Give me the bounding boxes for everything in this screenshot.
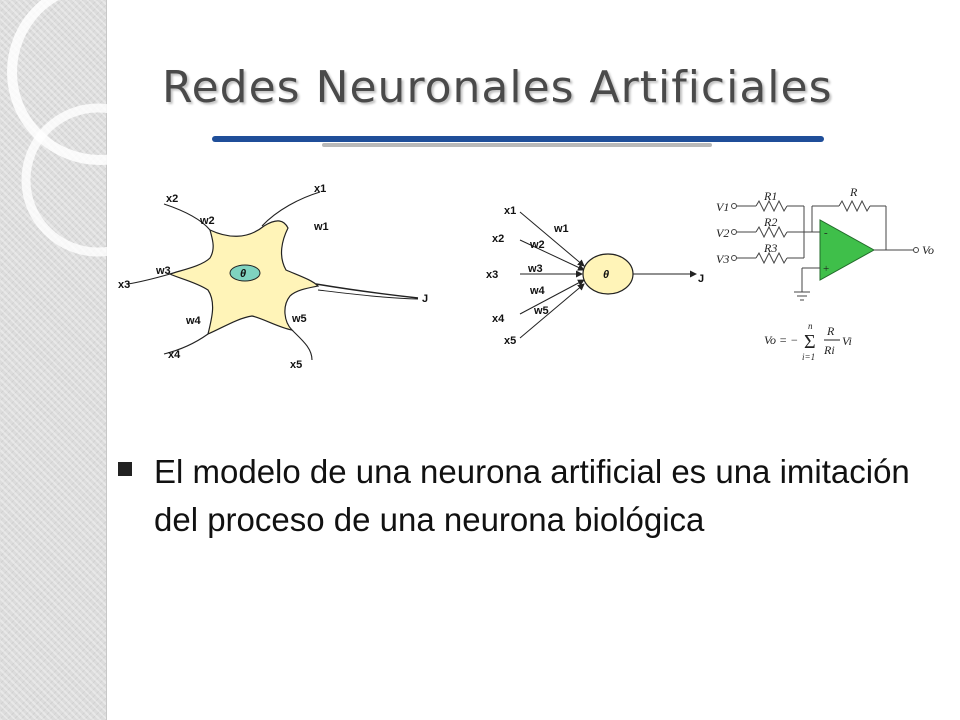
circuit-vo: Vo: [922, 243, 934, 257]
formula-sigma: Σ: [804, 331, 816, 353]
decorative-rings: [7, 0, 160, 257]
opamp-plus: +: [823, 263, 829, 275]
circuit-v3: V3: [716, 252, 729, 266]
ann-x3: x3: [486, 269, 498, 281]
title-underline: [212, 136, 824, 142]
bio-w2: w2: [199, 215, 215, 227]
bio-x1: x1: [314, 183, 326, 195]
ann-x5: x5: [504, 335, 516, 347]
formula-term: Vi: [842, 334, 852, 348]
bio-x5: x5: [290, 359, 302, 371]
bullet-square-icon: [118, 462, 132, 476]
circuit-r-feedback: R: [849, 185, 858, 199]
ann-x2: x2: [492, 233, 504, 245]
formula-lower: i=1: [802, 352, 815, 362]
ann-w1: w1: [553, 223, 569, 235]
ann-w2: w2: [529, 239, 545, 251]
neuron-nucleus: [229, 264, 261, 282]
circuit-v2: V2: [716, 226, 729, 240]
ann-output: J: [698, 273, 704, 285]
neuron-axon: [315, 283, 419, 299]
bio-x2: x2: [166, 193, 178, 205]
biological-neuron-diagram: θ x1 x2 x3 x4 x5 w1 w2 w3 w4 w5 J: [118, 183, 428, 371]
bullet-text: El modelo de una neurona artificial es u…: [154, 453, 910, 538]
ann-w5: w5: [533, 305, 549, 317]
formula-num: R: [826, 324, 835, 338]
ann-x1: x1: [504, 205, 516, 217]
opamp-summing-circuit: V1 V2 V3 R1 R2 R3 R Vo - + Vo = − n Σ i=…: [716, 185, 934, 362]
bio-w4: w4: [185, 315, 202, 327]
ann-w3: w3: [527, 263, 543, 275]
circuit-v1: V1: [716, 200, 729, 214]
bio-w1: w1: [313, 221, 329, 233]
circuit-r3: R3: [763, 241, 777, 255]
bio-x4: x4: [168, 349, 181, 361]
bio-w5: w5: [291, 313, 307, 325]
ann-theta: θ: [603, 269, 609, 281]
bio-theta: θ: [240, 268, 246, 280]
title-underline-shadow: [322, 143, 712, 147]
formula-den: Ri: [823, 343, 835, 357]
formula-upper: n: [808, 321, 813, 331]
decorative-sidebar: [0, 0, 160, 720]
circuit-r1: R1: [763, 189, 777, 203]
bio-x3: x3: [118, 279, 130, 291]
opamp-symbol: [819, 219, 876, 281]
formula-lhs: Vo = −: [764, 333, 798, 347]
bullet-item: El modelo de una neurona artificial es u…: [118, 448, 938, 544]
ann-w4: w4: [529, 285, 546, 297]
bio-output: J: [422, 293, 428, 305]
opamp-minus: -: [824, 227, 828, 239]
ann-x4: x4: [492, 313, 505, 325]
slide-title: Redes Neuronales Artificiales: [162, 62, 833, 113]
bio-w3: w3: [155, 265, 171, 277]
artificial-neuron-diagram: θ J x1 x2 x3 x4 x5 w1 w2 w3 w4 w5: [486, 205, 704, 347]
circuit-r2: R2: [763, 215, 777, 229]
